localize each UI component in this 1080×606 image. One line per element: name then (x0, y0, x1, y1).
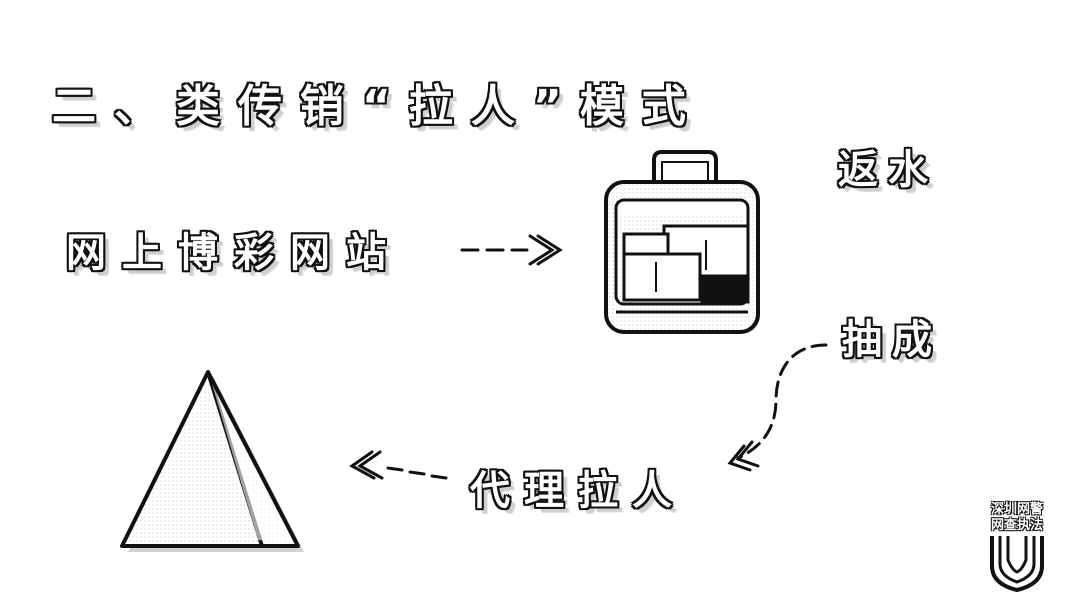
label-agent-recruit: 代理拉人 (470, 468, 686, 514)
logo-line-2: 网查执法 (990, 518, 1043, 533)
arrow-recruit-to-pyramid (349, 450, 448, 480)
arrow-commission-to-recruit (727, 343, 828, 472)
arrow-website-to-briefcase (460, 234, 563, 266)
logo-line-1: 深圳网警 (990, 502, 1043, 517)
page-title: 二、类传销“拉人”模式 (52, 81, 704, 132)
label-gambling-website: 网上博彩网站 (66, 230, 402, 276)
label-rebate: 返水 (838, 147, 938, 193)
briefcase-icon (604, 150, 760, 334)
badge-icon (990, 536, 1044, 592)
pyramid-icon (120, 370, 304, 552)
police-logo: 深圳网警 网查执法 (982, 496, 1052, 592)
label-commission: 抽成 (842, 317, 942, 363)
